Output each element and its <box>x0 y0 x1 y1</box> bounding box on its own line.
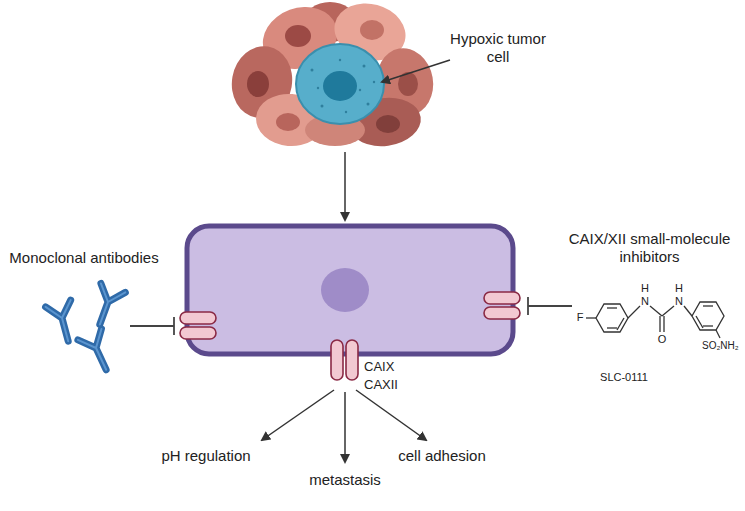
chemical-structure <box>692 302 724 330</box>
outcome-arrow <box>262 390 334 440</box>
ca-receptor <box>484 292 520 304</box>
protein-label: CAIX <box>364 359 394 375</box>
tumor-cluster <box>363 65 366 68</box>
chemical-structure <box>607 327 617 328</box>
antibody <box>88 283 126 329</box>
tumor-cluster <box>296 44 384 124</box>
tumor-cluster <box>317 87 319 89</box>
tumor-cluster <box>359 89 361 91</box>
tumor-cluster <box>323 71 357 101</box>
leader-arrow <box>382 60 450 82</box>
antibody <box>46 283 126 375</box>
antibody <box>78 329 118 375</box>
atom-label: H <box>675 282 683 295</box>
tumor-cluster <box>367 103 370 106</box>
tumor-cluster <box>345 111 347 113</box>
atom-label: H <box>641 282 649 295</box>
chemical-structure <box>659 316 660 332</box>
tumor-cluster <box>311 59 376 113</box>
antibody <box>78 329 118 375</box>
tumor-cluster <box>276 113 300 131</box>
inhibition-symbol <box>130 325 174 327</box>
atom-label: N <box>675 295 683 308</box>
compound-name: SLC-0111 <box>600 371 648 384</box>
chemical-structure <box>703 325 713 326</box>
atom-label: O <box>658 333 667 346</box>
target-cell <box>321 268 369 312</box>
tumor-cluster <box>226 0 438 151</box>
group-label: CAIX/XII small-molecule inhibitors <box>557 230 742 266</box>
chemical-structure <box>716 330 720 338</box>
ca-receptor <box>346 340 358 380</box>
outcome-arrow <box>344 392 346 462</box>
chemical-structure <box>628 306 640 318</box>
inhibition-symbol <box>173 317 175 335</box>
group-label: Monoclonal antibodies <box>9 249 158 267</box>
antibody <box>88 283 126 329</box>
protein-label: CAXII <box>364 377 398 393</box>
inhibition-symbol <box>528 305 572 307</box>
target-cell <box>187 226 513 354</box>
outcome-arrow <box>356 390 426 440</box>
tumor-cluster <box>360 20 384 40</box>
tumor-cluster <box>376 115 400 133</box>
ca-receptor <box>180 327 216 339</box>
tumor-cluster <box>311 69 314 72</box>
chemical-structure <box>703 305 713 306</box>
chemical-structure <box>596 304 628 332</box>
antibody <box>78 329 118 375</box>
chemical-structure <box>684 306 692 316</box>
tumor-cluster <box>247 71 269 97</box>
outcome-label: metastasis <box>309 471 381 489</box>
antibody <box>88 283 126 329</box>
inhibition-symbol <box>130 297 572 335</box>
chemical-structure <box>586 317 596 318</box>
ca-receptor <box>180 292 520 380</box>
chemical-structure <box>607 307 617 308</box>
group-formula: SO₂NH₂ <box>702 340 739 352</box>
flow-arrow <box>344 152 346 220</box>
chemical-structure <box>662 306 674 316</box>
chemical-structure <box>650 306 662 316</box>
tumor-cluster <box>285 25 311 47</box>
atom-label: N <box>641 295 649 308</box>
ca-receptor <box>331 340 343 380</box>
ca-receptor <box>180 312 216 324</box>
chemical-structure <box>617 318 624 330</box>
chemical-structure <box>663 316 664 332</box>
tumor-cluster <box>321 105 324 108</box>
target-cell <box>187 226 513 354</box>
tumor-cluster <box>339 59 341 61</box>
ca-receptor <box>484 307 520 319</box>
chemical-structure <box>586 302 724 338</box>
callout-label: Hypoxic tumor cell <box>448 30 548 66</box>
inhibition-symbol <box>527 297 529 315</box>
atom-label: F <box>577 311 584 324</box>
outcome-label: cell adhesion <box>398 447 486 465</box>
tumor-cluster <box>373 81 375 83</box>
outcome-label: pH regulation <box>161 447 250 465</box>
chemical-structure <box>696 316 703 328</box>
